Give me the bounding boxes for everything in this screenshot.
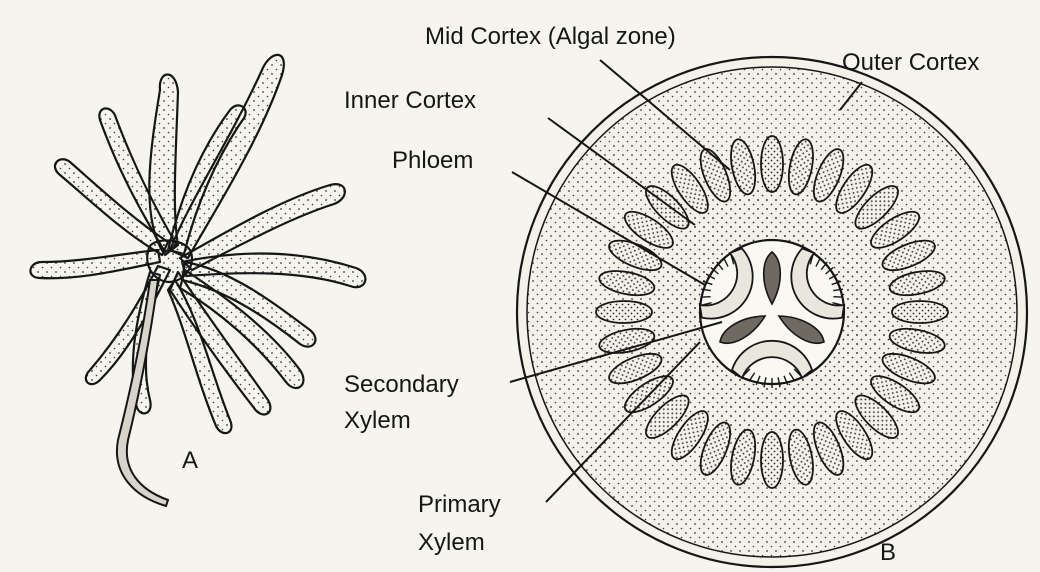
algal-cell [596,301,652,323]
algal-cell [761,432,783,488]
algal-cell [761,136,783,192]
outer-cortex-label: Outer Cortex [842,49,979,76]
thallus-drawing [30,55,365,433]
mid-cortex-label: Mid Cortex (Algal zone) [425,23,676,50]
figure-b-letter: B [880,539,896,566]
algal-cell [892,301,948,323]
figure-a-letter: A [182,447,198,474]
inner-cortex-label: Inner Cortex [344,87,476,114]
primary-xylem-label-line1: Primary [418,491,501,518]
thallus-cross-section [517,57,1027,567]
secondary-xylem-label-line1: Secondary [344,371,459,398]
phloem-label: Phloem [392,147,473,174]
primary-xylem-label-line2: Xylem [418,529,485,556]
secondary-xylem-label-line2: Xylem [344,407,411,434]
